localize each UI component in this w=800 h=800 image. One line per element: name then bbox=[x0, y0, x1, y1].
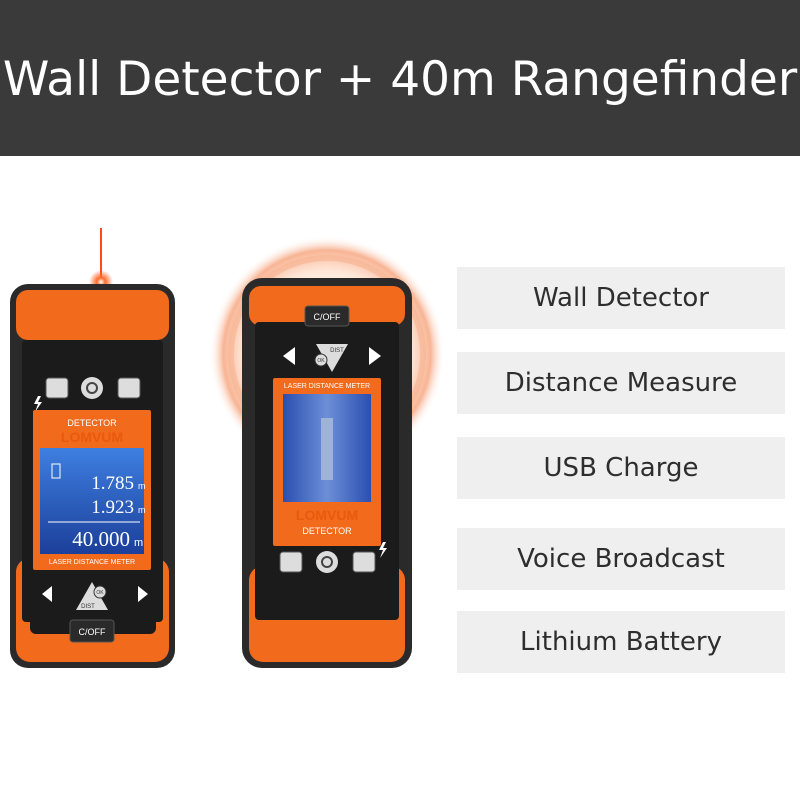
lcd-screen bbox=[40, 448, 144, 554]
measure-mode-button[interactable] bbox=[352, 551, 376, 573]
feature-wall-detector: Wall Detector bbox=[457, 267, 785, 329]
power-label: C/OFF bbox=[79, 627, 106, 637]
reading-1: 1.785 bbox=[91, 473, 134, 494]
unit-main: m bbox=[134, 537, 143, 549]
lightning-icon bbox=[379, 542, 387, 558]
stud-indicator bbox=[321, 418, 333, 480]
feature-lithium-battery: Lithium Battery bbox=[457, 611, 785, 673]
ok-label: OK bbox=[317, 358, 325, 364]
wall-mode-button[interactable] bbox=[279, 551, 303, 573]
page-title: Wall Detector + 40m Rangefinder bbox=[2, 52, 798, 107]
rangefinder-device-left: DETECTOR LOMVUM 1.785 m 1.923 m 40.000 m… bbox=[10, 228, 175, 668]
mode-label: DETECTOR bbox=[67, 418, 117, 428]
power-label: C/OFF bbox=[314, 312, 341, 322]
wall-mode-button[interactable] bbox=[45, 377, 69, 399]
reading-main: 40.000 bbox=[72, 527, 130, 551]
dist-label: DIST bbox=[81, 604, 95, 610]
power-button[interactable] bbox=[69, 619, 115, 643]
voice-button[interactable] bbox=[81, 377, 103, 399]
header-banner: Wall Detector + 40m Rangefinder bbox=[0, 0, 800, 156]
measure-mode-button[interactable] bbox=[117, 377, 141, 399]
power-button[interactable] bbox=[304, 305, 350, 327]
ok-button[interactable] bbox=[93, 585, 107, 599]
unit-1: m bbox=[138, 481, 146, 491]
left-arrow-button[interactable] bbox=[42, 586, 52, 602]
brand-logo: LOMVUM bbox=[296, 507, 358, 523]
reading-2: 1.923 bbox=[91, 497, 134, 518]
right-arrow-button[interactable] bbox=[138, 586, 148, 602]
feature-voice-broadcast: Voice Broadcast bbox=[457, 528, 785, 590]
dist-button[interactable] bbox=[76, 582, 108, 610]
ok-label: OK bbox=[96, 590, 104, 596]
right-arrow-button[interactable] bbox=[369, 347, 381, 365]
ok-button[interactable] bbox=[314, 353, 328, 367]
brand-logo: LOMVUM bbox=[61, 429, 123, 445]
left-arrow-button[interactable] bbox=[283, 347, 295, 365]
rangefinder-device-right: C/OFF DIST OK LASER DISTANCE METER LOMVU… bbox=[209, 236, 445, 668]
voice-button[interactable] bbox=[316, 551, 338, 573]
lightning-icon bbox=[34, 396, 42, 412]
screen-label: LASER DISTANCE METER bbox=[284, 383, 370, 390]
mode-label: DETECTOR bbox=[302, 526, 352, 536]
screen-label: LASER DISTANCE METER bbox=[49, 559, 135, 566]
feature-distance-measure: Distance Measure bbox=[457, 352, 785, 414]
unit-2: m bbox=[138, 505, 146, 515]
dist-label: DIST bbox=[330, 348, 344, 354]
feature-usb-charge: USB Charge bbox=[457, 437, 785, 499]
dist-button[interactable] bbox=[316, 344, 348, 372]
